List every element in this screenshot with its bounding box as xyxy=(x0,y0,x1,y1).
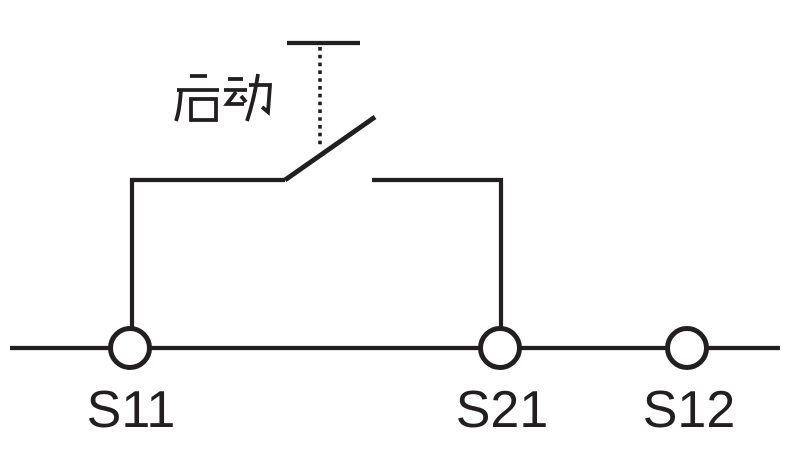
start-label-glyphs xyxy=(174,73,273,122)
terminal-circle-s11 xyxy=(108,326,152,370)
switch-blade xyxy=(283,115,377,182)
s21-branch-wire xyxy=(372,177,504,332)
terminal-label-s11: S11 xyxy=(86,381,176,439)
glyph-qi xyxy=(174,74,219,122)
terminal-circle-s12 xyxy=(665,326,709,370)
terminal-circle-s21 xyxy=(478,326,522,370)
s11-branch-wire xyxy=(129,177,285,332)
terminal-label-s12: S12 xyxy=(642,381,736,439)
glyph-dong xyxy=(223,73,273,122)
terminal-label-s21: S21 xyxy=(455,381,549,439)
